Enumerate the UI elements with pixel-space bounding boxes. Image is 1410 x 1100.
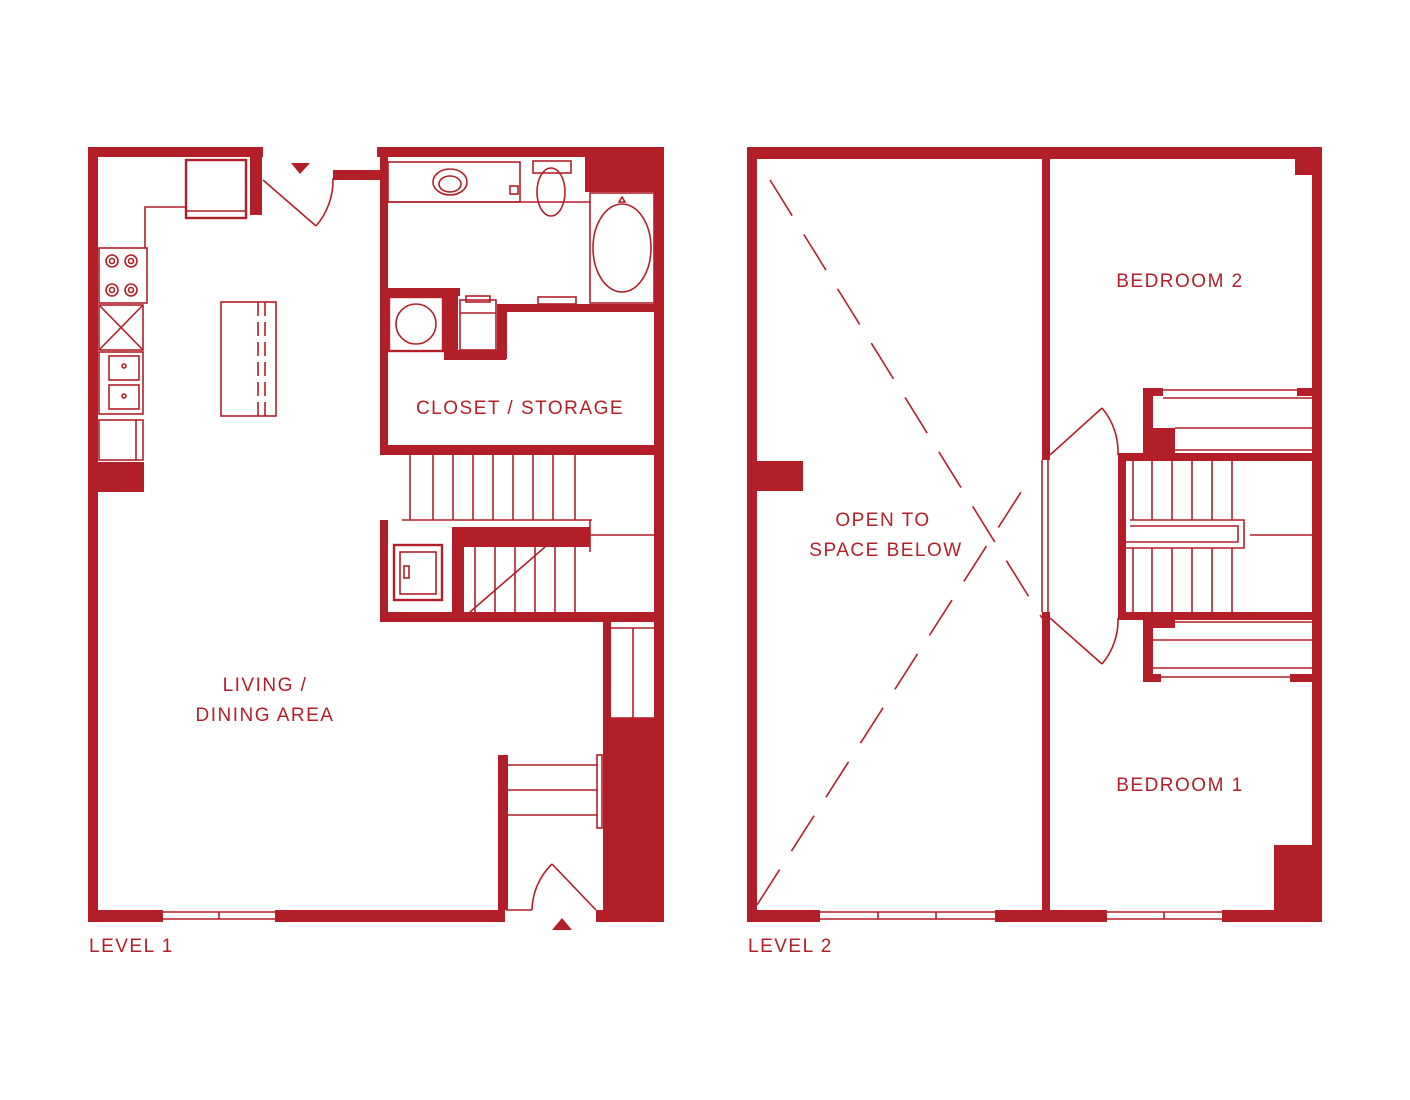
level-1-wall-north-right [377, 147, 664, 157]
level-2-stairs [1118, 453, 1312, 620]
kitchen-island [220, 301, 277, 417]
level-1-plan: CLOSET / STORAGE LIVING / DINING AREA LE… [88, 147, 664, 957]
level-1-utility-wall-east [452, 530, 464, 622]
level-1-wall-north-stub [333, 170, 383, 180]
dishwasher-icon [98, 304, 144, 351]
level-1-closet-wall-north [497, 304, 664, 312]
level-1-caption: LEVEL 1 [89, 936, 174, 957]
level-1-bath-wall-south [380, 445, 664, 455]
level-1-washer-wall-right [444, 288, 458, 360]
level-2-closet-lower [1143, 618, 1312, 682]
room-label-dining: DINING AREA [196, 705, 335, 726]
stove-icon [98, 247, 148, 304]
bathtub-icon [589, 192, 655, 304]
level-1-column-w [88, 462, 144, 492]
sink-icon [432, 168, 468, 196]
room-label-open-to: OPEN TO [835, 510, 930, 531]
level-1-entry-jamb [250, 147, 262, 215]
level-2-column-w [747, 461, 803, 491]
level-1-utility [392, 543, 444, 602]
level-1-kitchen [98, 158, 277, 461]
level-1-column-se [603, 718, 664, 922]
level-2-wall-west [747, 147, 757, 922]
level-2-wall-north [747, 147, 1322, 159]
entry-arrow-icon [291, 163, 310, 174]
level-2-divider-lower [1042, 612, 1050, 922]
level-1-stair-landing-bar [452, 527, 590, 547]
level-1-wall-south-mid [275, 910, 505, 922]
level-2-divider-upper [1042, 147, 1050, 460]
level-1-laundry [387, 295, 497, 353]
level-1-stairs [402, 455, 654, 613]
level-1-wall-north-left [88, 147, 263, 157]
level-1-bathroom-fixtures [387, 160, 655, 305]
level-2-bedroom2-door [1049, 407, 1119, 456]
entry-arrow-icon [552, 918, 572, 930]
level-2-wall-south-mid [995, 910, 1107, 922]
level-2-bedroom1-door [1049, 617, 1119, 665]
toilet-icon [536, 167, 566, 217]
level-1-south-door [506, 863, 597, 930]
level-1-wall-south-left [88, 910, 163, 922]
level-2-wall-south-left [747, 910, 820, 922]
level-2-wall-east [1312, 147, 1322, 922]
toilet-tank-icon [532, 160, 572, 174]
level-2-closet-upper [1143, 388, 1312, 453]
dryer-icon [459, 299, 497, 351]
room-label-closet-storage: CLOSET / STORAGE [416, 398, 624, 419]
room-label-living: LIVING / [223, 675, 308, 696]
kitchen-sink-icon [98, 351, 144, 415]
level-2-plan: OPEN TO SPACE BELOW BEDROOM 2 BEDROOM 1 … [747, 147, 1322, 957]
level-2-column-se [1274, 845, 1322, 922]
level-1-washer-wall-top [380, 288, 460, 296]
level-2-column-ne [1295, 147, 1322, 175]
level-1-stair-wall-lower [380, 612, 664, 622]
room-label-bedroom-2: BEDROOM 2 [1116, 271, 1244, 292]
level-1-closet2-wall-west [603, 620, 611, 720]
level-2-railing [1041, 460, 1049, 612]
level-1-wall-west [88, 147, 98, 922]
level-2-south-window-left [820, 911, 995, 920]
level-2-caption: LEVEL 2 [748, 936, 833, 957]
level-1-south-window [163, 911, 275, 920]
level-1-wall-east [654, 147, 664, 922]
level-1-closet-wall-west [497, 304, 507, 359]
room-label-bedroom-1: BEDROOM 1 [1116, 775, 1244, 796]
open-to-below-marker [756, 179, 1043, 906]
level-1-washer-wall-bottom [444, 350, 506, 360]
level-1-column-ne [585, 147, 664, 192]
level-1-north-door [262, 163, 334, 227]
level-2-south-window-right [1107, 911, 1222, 920]
level-1-utility-wall-west [380, 520, 388, 622]
room-label-space-below: SPACE BELOW [809, 540, 962, 561]
refrigerator-icon [184, 158, 248, 220]
level-1-bath-wall-west [380, 147, 388, 455]
level-1-east-closet [607, 627, 654, 830]
level-1-coat-closet [498, 754, 603, 910]
washer-icon [387, 295, 445, 353]
